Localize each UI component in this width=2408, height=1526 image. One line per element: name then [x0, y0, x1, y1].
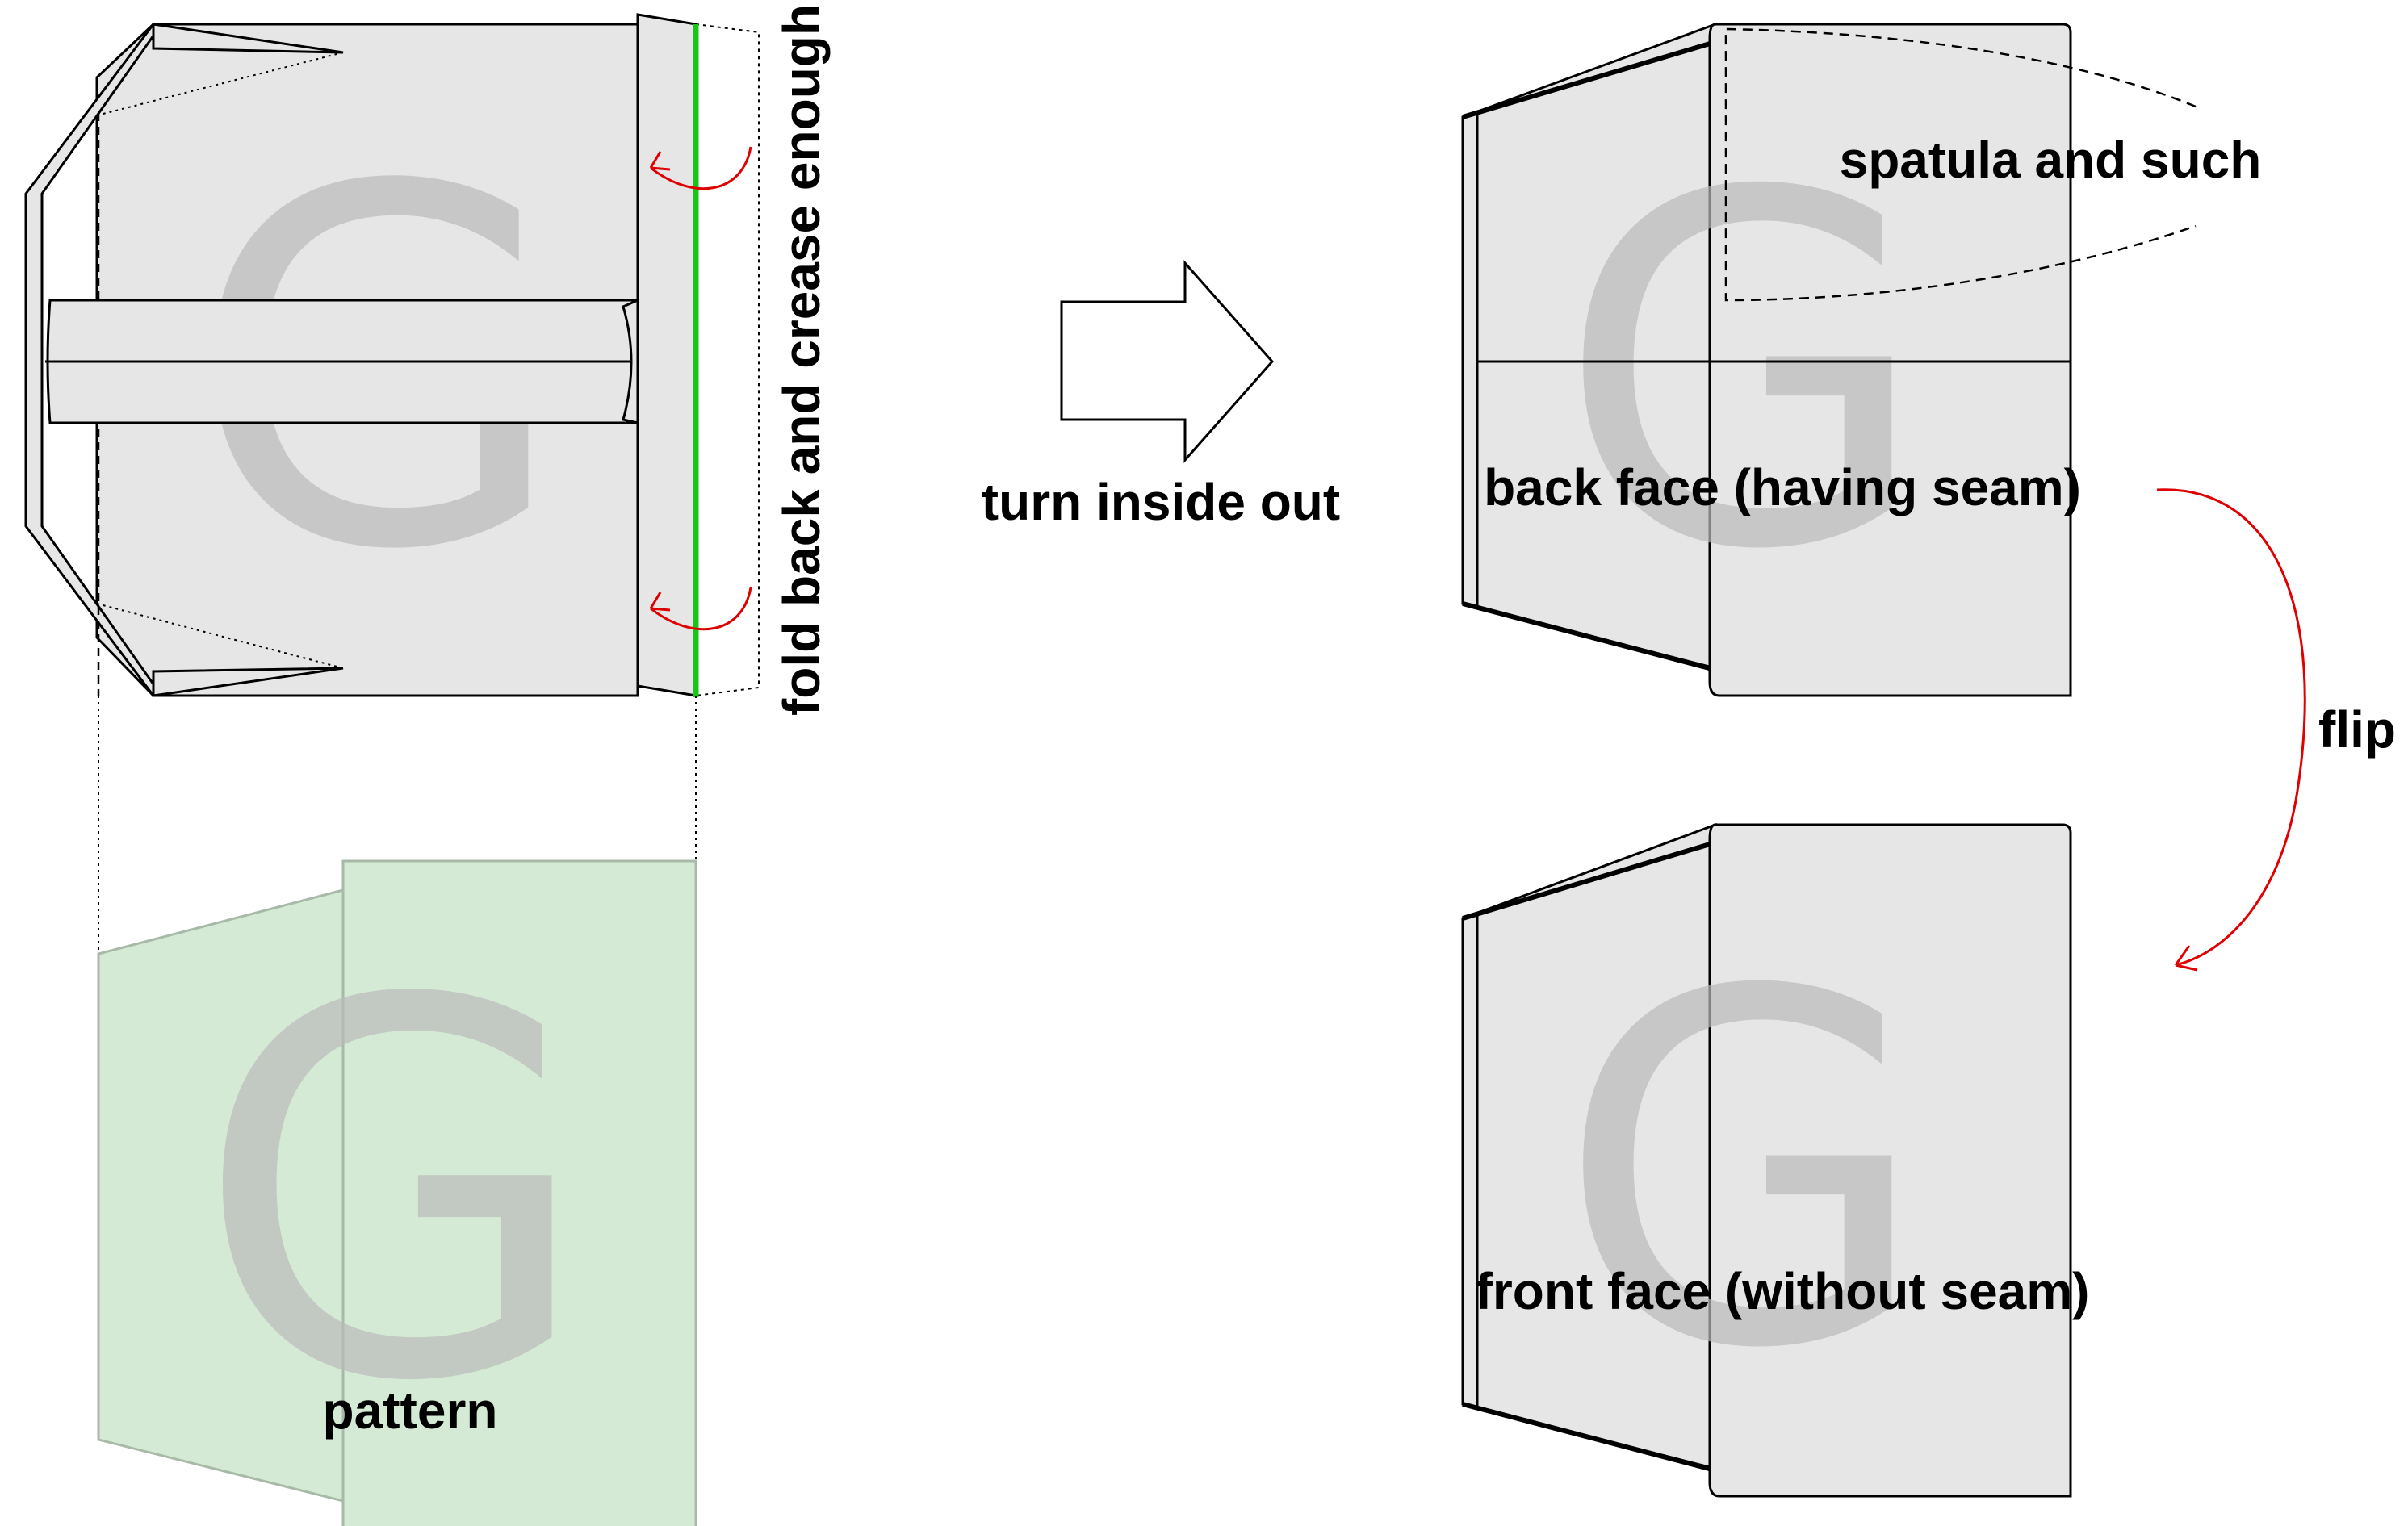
pattern-main-panel [341, 859, 697, 1526]
turn-inside-out-step: turn inside out [982, 260, 1340, 531]
back-face-bag: G spatula and such back face (having sea… [1461, 22, 2262, 697]
back-face-label: back face (having seam) [1484, 458, 2081, 516]
bottom-gusset [152, 667, 344, 697]
watermark-g-front: G [1556, 890, 1932, 1454]
fold-arrow-top [650, 146, 752, 190]
fold-arrow-top-head [649, 151, 671, 171]
front-face-main-panel [1708, 823, 2072, 1498]
front-face-label: front face (without seam) [1476, 1262, 2090, 1320]
flip-arrow-head [2174, 945, 2198, 972]
folded-bag: G fold back and crease enough [24, 4, 831, 716]
front-face-top-edge-thick [1462, 840, 1716, 921]
block-arrow-right [1060, 260, 1275, 463]
back-face-main-panel [1708, 23, 2072, 697]
top-gusset [152, 23, 344, 54]
spatula-label: spatula and such [1840, 131, 2262, 189]
flip-label: flip [2318, 700, 2396, 759]
unfolded-edge-outline [695, 23, 760, 696]
turn-inside-out-label: turn inside out [982, 473, 1340, 531]
flip-step: flip [2156, 488, 2396, 972]
watermark-g-pattern: G [194, 893, 594, 1494]
flip-arrow [2156, 488, 2306, 967]
strap-end-cap [622, 298, 639, 424]
back-face-bottom-edge-thick [1462, 601, 1716, 672]
back-face-top-edge-thick [1462, 40, 1716, 119]
front-face-bottom-edge-thick [1462, 1402, 1716, 1473]
spatula-pocket-outline [1724, 27, 2197, 302]
fold-flap [636, 13, 697, 697]
pattern-label: pattern [323, 1382, 498, 1440]
fold-instruction-label: fold back and crease enough [773, 4, 831, 716]
front-face-left-edge [1461, 913, 1479, 1410]
fold-arrow-bottom [650, 587, 752, 631]
back-face-left-edge [1461, 111, 1479, 608]
fold-arrow-bottom-head [649, 592, 671, 612]
pattern-piece: G pattern [97, 859, 697, 1526]
watermark-g-back: G [1556, 91, 1932, 655]
front-face-bag: G front face (without seam) [1461, 822, 2090, 1498]
